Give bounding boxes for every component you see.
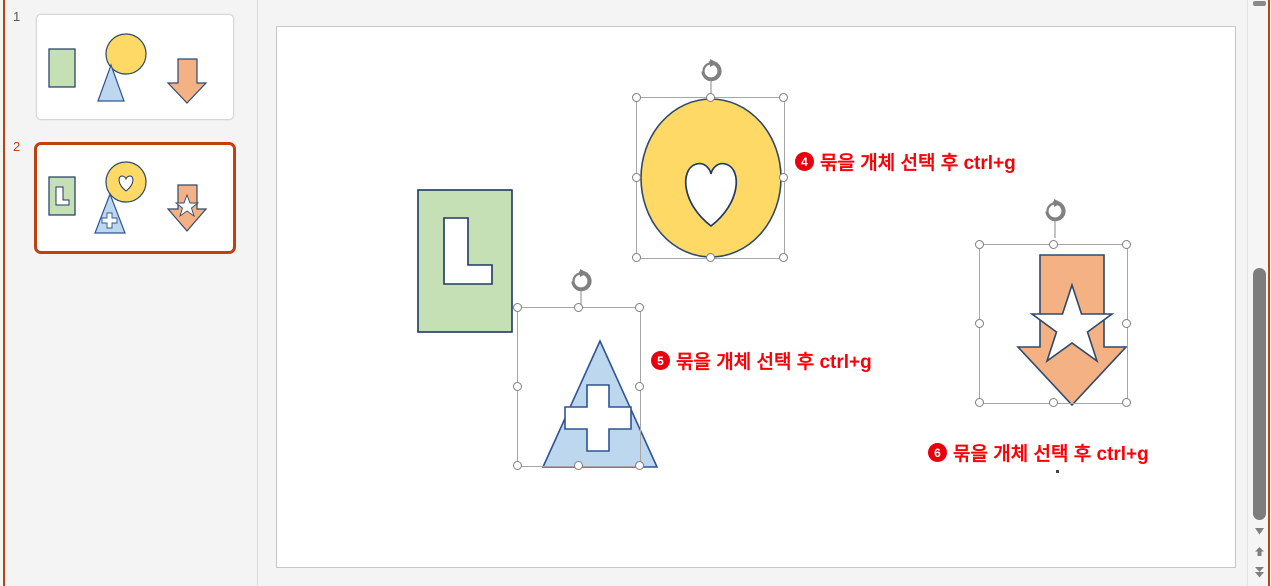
- slide-number-1: 1: [13, 9, 21, 24]
- annotation-4-badge: 4: [795, 152, 814, 171]
- rotation-handle-arrow-icon[interactable]: [1045, 199, 1066, 222]
- double-arrow-up-icon: [1255, 546, 1264, 556]
- annotation-5: 5 묶을 개체 선택 후 ctrl+g: [651, 347, 872, 374]
- scrollbar-thumb[interactable]: [1253, 268, 1266, 520]
- rotation-handle-oval-icon[interactable]: [701, 59, 722, 82]
- canvas-shapes-layer: [417, 59, 1128, 468]
- panel-accent-line: [3, 0, 5, 586]
- annotation-4-text: 묶을 개체 선택 후 ctrl+g: [820, 153, 1016, 174]
- stray-dot: [1056, 470, 1059, 473]
- handle-nw[interactable]: [632, 93, 641, 102]
- selection-frame-triangle[interactable]: [513, 303, 644, 470]
- handle-e[interactable]: [1122, 319, 1131, 328]
- handle-nw[interactable]: [975, 240, 984, 249]
- scroll-down-button[interactable]: [1252, 522, 1267, 540]
- slide-1-preview: [48, 33, 208, 104]
- annotation-6-text: 묶을 개체 선택 후 ctrl+g: [953, 444, 1149, 465]
- chevron-down-icon: [1255, 528, 1264, 535]
- previous-slide-button[interactable]: [1252, 543, 1267, 561]
- scroll-up-button[interactable]: [1253, 1, 1266, 6]
- shape-rectangle-L[interactable]: [417, 189, 513, 333]
- slide-editor-area: 4 묶을 개체 선택 후 ctrl+g 5 묶을 개체 선택 후 ctrl+g …: [258, 0, 1247, 586]
- handle-se[interactable]: [1122, 398, 1131, 407]
- annotation-5-text: 묶을 개체 선택 후 ctrl+g: [676, 352, 872, 373]
- scrollbar-accent-line: [1268, 0, 1270, 586]
- handle-sw[interactable]: [632, 253, 641, 262]
- handle-sw[interactable]: [975, 398, 984, 407]
- selection-frame-arrow[interactable]: [975, 240, 1131, 407]
- double-arrow-down-icon: [1255, 567, 1264, 578]
- slide-thumbnail-2[interactable]: [34, 142, 236, 254]
- handle-se[interactable]: [635, 461, 644, 470]
- handle-e[interactable]: [779, 173, 788, 182]
- handle-nw[interactable]: [513, 303, 522, 312]
- annotation-6: 6 묶을 개체 선택 후 ctrl+g: [928, 439, 1149, 466]
- handle-sw[interactable]: [513, 461, 522, 470]
- handle-w[interactable]: [632, 173, 641, 182]
- handle-s[interactable]: [705, 253, 715, 262]
- annotation-4: 4 묶을 개체 선택 후 ctrl+g: [795, 148, 1016, 175]
- handle-n[interactable]: [1048, 240, 1058, 249]
- vertical-scrollbar[interactable]: [1247, 0, 1271, 586]
- shape-triangle-cross[interactable]: [541, 339, 659, 468]
- shape-arrow-star[interactable]: [1016, 254, 1128, 407]
- handle-w[interactable]: [513, 382, 522, 391]
- annotation-5-badge: 5: [651, 351, 670, 370]
- slide-canvas[interactable]: 4 묶을 개체 선택 후 ctrl+g 5 묶을 개체 선택 후 ctrl+g …: [276, 26, 1236, 568]
- rotation-handle-triangle-icon[interactable]: [571, 269, 592, 292]
- handle-n[interactable]: [574, 303, 583, 312]
- slide-thumbnail-panel: 1 2: [0, 0, 258, 586]
- next-slide-button[interactable]: [1252, 564, 1267, 582]
- handle-ne[interactable]: [1122, 240, 1131, 249]
- handle-s[interactable]: [574, 461, 583, 470]
- slide-number-2: 2: [13, 139, 21, 154]
- handle-ne[interactable]: [635, 303, 644, 312]
- handle-w[interactable]: [975, 319, 984, 328]
- handle-e[interactable]: [635, 382, 644, 391]
- handle-se[interactable]: [779, 253, 788, 262]
- slide-thumbnail-1[interactable]: [36, 14, 234, 120]
- selection-frame-oval[interactable]: [632, 93, 788, 262]
- handle-n[interactable]: [705, 93, 715, 102]
- handle-ne[interactable]: [779, 93, 788, 102]
- handle-s[interactable]: [1048, 398, 1058, 407]
- slide-2-preview: [48, 161, 208, 234]
- annotation-6-badge: 6: [928, 443, 947, 462]
